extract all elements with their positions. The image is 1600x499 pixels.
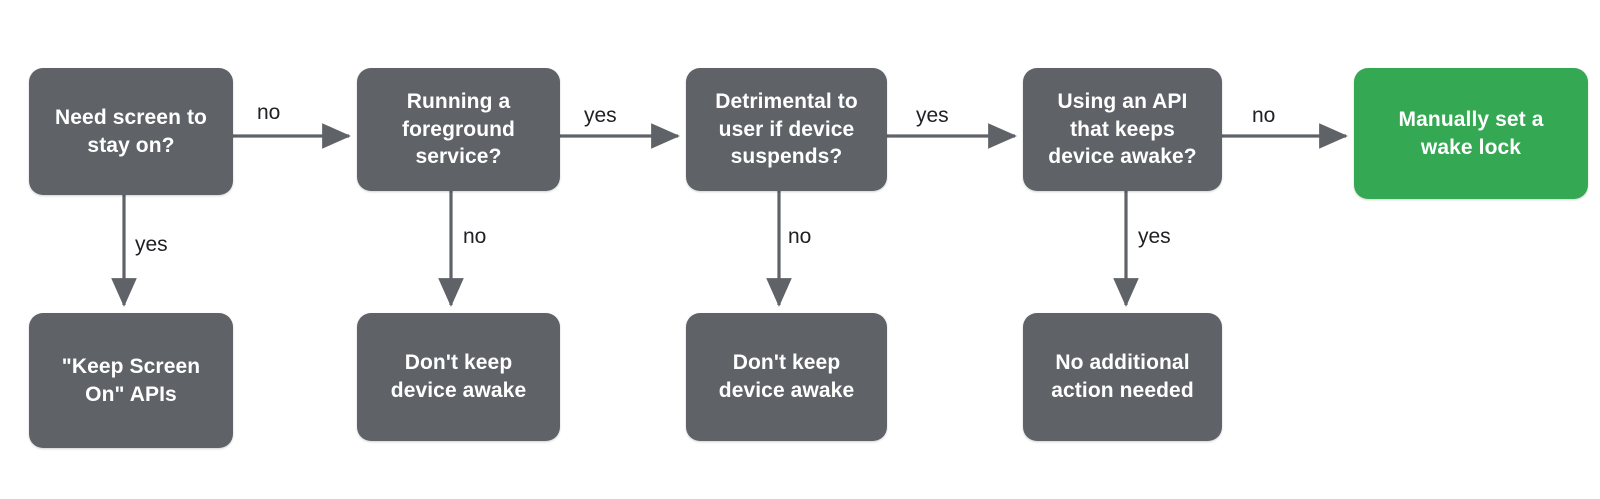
edge-label-yes-4: yes: [1138, 225, 1171, 248]
node-dont-keep-device-awake-2[interactable]: Don't keep device awake: [686, 313, 887, 441]
node-no-additional-action-needed[interactable]: No additional action needed: [1023, 313, 1222, 441]
edge-label-no-2: no: [463, 225, 487, 248]
node-detrimental-if-device-suspends[interactable]: Detrimental to user if device suspends?: [686, 68, 887, 191]
edge-label-no-3: no: [788, 225, 812, 248]
edge-label-yes-2: yes: [584, 104, 617, 127]
node-using-api-that-keeps-device-awake[interactable]: Using an API that keeps device awake?: [1023, 68, 1222, 191]
edge-label-yes-1: yes: [135, 233, 168, 256]
node-manually-set-a-wake-lock[interactable]: Manually set a wake lock: [1354, 68, 1588, 199]
node-need-screen-on[interactable]: Need screen to stay on?: [29, 68, 233, 195]
edge-label-no-4: no: [1252, 104, 1276, 127]
edge-label-no-1: no: [257, 101, 281, 124]
node-foreground-service[interactable]: Running a foreground service?: [357, 68, 560, 191]
node-keep-screen-on-apis[interactable]: "Keep Screen On" APIs: [29, 313, 233, 448]
edge-label-yes-3: yes: [916, 104, 949, 127]
node-dont-keep-device-awake-1[interactable]: Don't keep device awake: [357, 313, 560, 441]
